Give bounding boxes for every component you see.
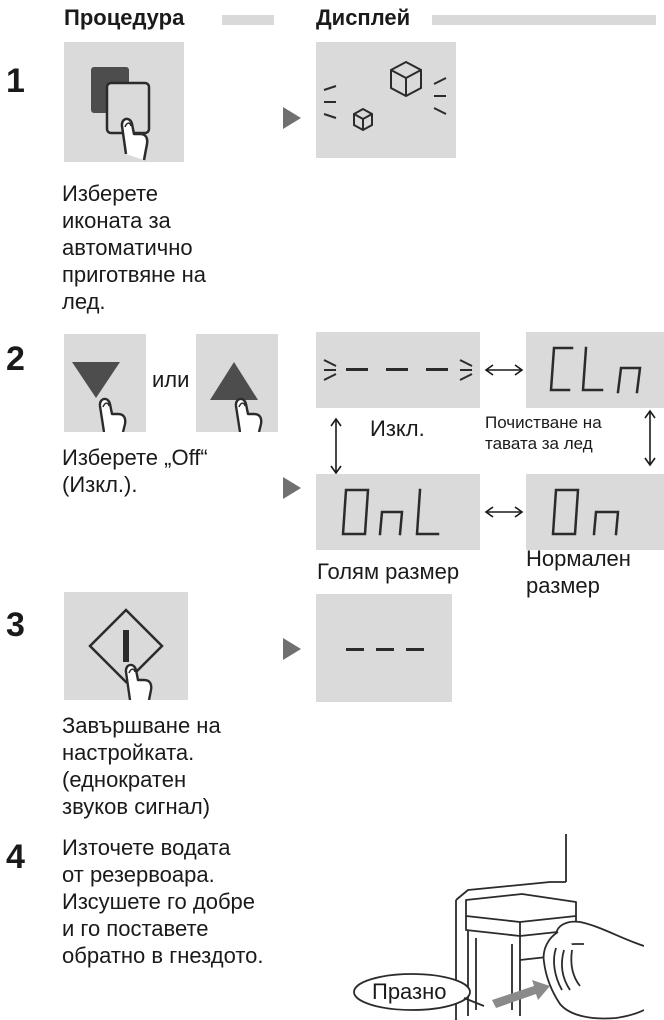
caption-line: от резервоара. — [62, 862, 215, 887]
off-label: Изкл. — [370, 416, 425, 441]
caption-line: Изсушете го добре — [62, 889, 256, 914]
step-3-arrow — [283, 638, 301, 660]
step-2-number: 2 — [6, 340, 25, 378]
procedure-header-text: Процедура — [64, 5, 185, 30]
finger-press-icon — [234, 397, 263, 432]
segment-cln — [549, 346, 642, 394]
up-button-panel — [196, 334, 278, 432]
procedure-header: Процедура — [60, 4, 184, 32]
normal-label-line: Нормален — [526, 546, 631, 571]
clean-label: Почистване на тавата за лед — [485, 412, 635, 454]
display-header-bar — [432, 15, 656, 25]
step-3-caption: Завършване на настройката. (еднократен з… — [62, 712, 282, 820]
step-3-number: 3 — [6, 606, 25, 644]
step-1-number: 1 — [6, 62, 25, 100]
caption-line: иконата за — [62, 208, 171, 233]
up-down-arrow-left — [330, 417, 342, 475]
power-diamond-icon — [88, 608, 164, 700]
step-2-caption: Изберете „Off“ (Изкл.). — [62, 444, 272, 498]
up-triangle-icon — [210, 362, 263, 432]
auto-ice-icon — [91, 67, 151, 161]
display-off-panel — [316, 332, 480, 408]
segment-on — [551, 488, 620, 536]
step-4-number: 4 — [6, 838, 25, 876]
display-large-panel — [316, 474, 480, 550]
caption-line: и го поставете — [62, 916, 209, 941]
segment-dashes-flashing — [323, 359, 473, 381]
normal-label: Нормален размер — [526, 545, 631, 599]
up-down-arrow-right — [644, 409, 656, 467]
display-clean-panel — [526, 332, 664, 408]
display-header-text: Дисплей — [316, 5, 411, 30]
caption-line: лед. — [62, 289, 106, 314]
normal-label-line: размер — [526, 573, 600, 598]
segment-onl — [341, 488, 440, 536]
caption-line: (еднократен — [62, 767, 187, 792]
clean-label-line: Почистване на — [485, 413, 602, 432]
caption-line: Завършване на — [62, 713, 221, 738]
tank-hand-illustration — [353, 834, 644, 1020]
segment-dashes — [346, 648, 424, 651]
empty-bubble-label: Празно — [372, 979, 447, 1004]
left-right-arrow-top — [484, 364, 524, 376]
step-1-caption: Изберете иконата за автоматично приготвя… — [62, 180, 262, 315]
display-normal-panel — [526, 474, 664, 550]
caption-line: приготвяне на — [62, 262, 207, 287]
caption-line: Изберете „Off“ — [62, 445, 208, 470]
caption-line: Източете водата — [62, 835, 231, 860]
caption-line: (Изкл.). — [62, 472, 138, 497]
step-1-procedure-panel — [64, 42, 184, 162]
step-1-display-panel — [316, 42, 456, 158]
step-4-caption: Източете водата от резервоара. Изсушете … — [62, 834, 312, 969]
caption-line: настройката. — [62, 740, 195, 765]
finger-press-icon — [120, 117, 149, 161]
or-label: или — [152, 367, 190, 392]
display-header: Дисплей — [312, 4, 410, 32]
step-2-arrow — [283, 477, 301, 499]
ice-cubes-icon — [323, 60, 447, 132]
step-3-display-panel — [316, 594, 452, 702]
step-3-procedure-panel — [64, 592, 188, 700]
caption-line: Изберете — [62, 181, 159, 206]
down-triangle-icon — [72, 362, 127, 432]
caption-line: звуков сигнал) — [62, 794, 211, 819]
finger-press-icon — [98, 397, 127, 432]
large-label: Голям размер — [317, 559, 460, 584]
left-right-arrow-bottom — [484, 506, 524, 518]
finger-press-icon — [124, 663, 153, 700]
down-button-panel — [64, 334, 146, 432]
step-1-arrow — [283, 107, 301, 129]
clean-label-line: тавата за лед — [485, 434, 593, 453]
caption-line: автоматично — [62, 235, 193, 260]
caption-line: обратно в гнездото. — [62, 943, 264, 968]
procedure-header-bar — [222, 15, 274, 25]
